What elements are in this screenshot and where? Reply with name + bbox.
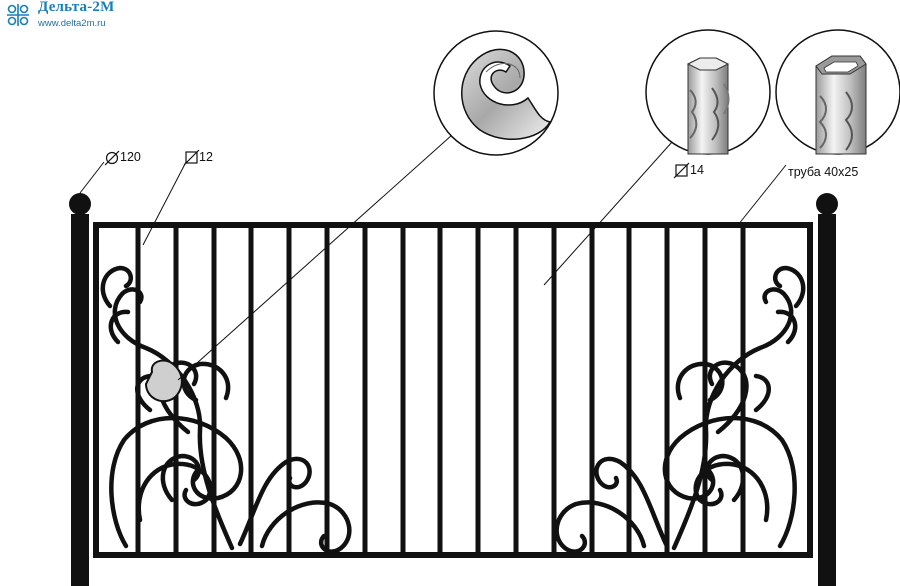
- post-diameter-label: 120: [120, 150, 141, 164]
- brand-name: Дельта-2М: [38, 0, 115, 15]
- post-right: [816, 193, 838, 586]
- snowflake-logo-icon: [7, 4, 29, 26]
- brand-url[interactable]: www.delta2m.ru: [38, 18, 106, 29]
- scroll-end-detail: [144, 359, 183, 403]
- callout-square-bar: [645, 29, 771, 155]
- frame-tube-label: труба 40x25: [788, 165, 859, 179]
- leader-lines: [79, 134, 787, 381]
- callout-tube-profile: [775, 29, 900, 155]
- square-section-icon: [183, 149, 200, 166]
- brand-logo: Дельта-2М www.delta2m.ru: [2, 0, 202, 34]
- bar-square-label: 12: [199, 150, 213, 164]
- diameter-symbol-icon: [104, 150, 120, 166]
- picket-square-label: 14: [690, 163, 704, 177]
- fence-frame: [93, 222, 813, 558]
- post-left: [69, 193, 91, 586]
- square-section-icon: [673, 162, 690, 179]
- callout-scroll-detail: [433, 30, 559, 156]
